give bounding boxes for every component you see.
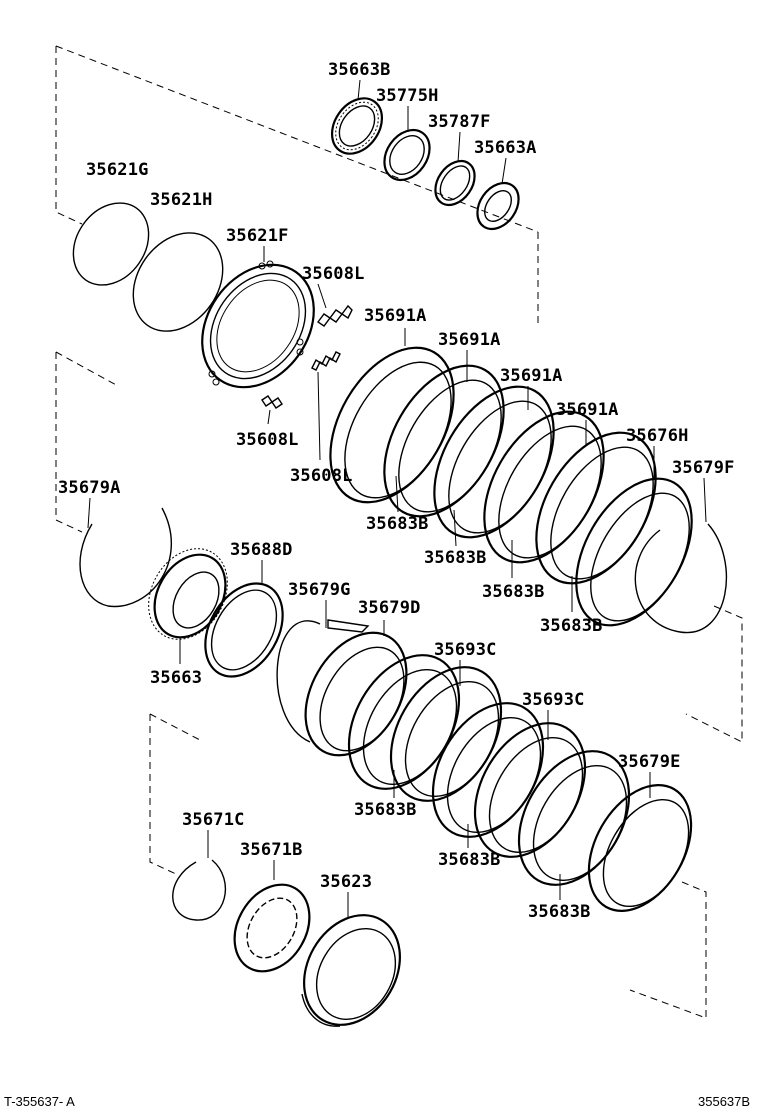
part-35663-bearing [148,548,228,640]
part-35671B-plate [233,883,311,973]
label-35775H: 35775H [376,86,439,106]
label-35683B-4: 35683B [540,616,603,636]
part-35608L-spring-top [316,304,353,327]
label-35787F: 35787F [428,112,491,132]
label-35683B-3: 35683B [482,582,545,602]
part-35621G-o-ring [72,202,150,286]
label-35679D: 35679D [358,598,421,618]
part-35621F-piston [201,260,315,389]
label-35663A: 35663A [474,138,537,158]
label-35693C-1: 35693C [434,640,497,660]
label-35621G: 35621G [86,160,149,180]
clutch-pack-upper [329,346,693,627]
part-35679F-snap-ring [634,523,728,634]
label-35621H: 35621H [150,190,213,210]
label-35676H: 35676H [626,426,689,446]
label-35683B-5: 35683B [354,800,417,820]
part-35688D-ring [204,582,284,678]
label-35621F: 35621F [226,226,289,246]
part-35679G-snap-ring [276,620,321,743]
label-35691A-4: 35691A [556,400,619,420]
label-35671B: 35671B [240,840,303,860]
part-35775H-race [383,128,431,182]
part-35608L-spring-left [261,395,283,409]
part-35671C-snap-ring [172,859,227,921]
label-35679G: 35679G [288,580,351,600]
label-35623: 35623 [320,872,373,892]
label-35688D: 35688D [230,540,293,560]
diagram-code-left: T-355637- A [4,1094,75,1109]
label-35683B-6: 35683B [438,850,501,870]
label-35683B-2: 35683B [424,548,487,568]
label-35671C: 35671C [182,810,245,830]
part-35663A-race [476,181,520,231]
label-35679A: 35679A [58,478,121,498]
label-35691A-2: 35691A [438,330,501,350]
diagram-code-right: 355637B [698,1094,751,1109]
label-35679E: 35679E [618,752,681,772]
part-35608L-spring-mid [311,351,341,371]
part-35679A-snap-ring [79,507,173,608]
clutch-pack-lower [304,619,693,912]
label-35608L-mid: 35608L [290,466,353,486]
part-35623-drum [301,914,401,1027]
label-35691A-1: 35691A [364,306,427,326]
part-35621H-o-ring [132,232,224,332]
label-35693C-2: 35693C [522,690,585,710]
label-35608L-left: 35608L [236,430,299,450]
part-35787F-washer [434,159,476,207]
label-35691A-3: 35691A [500,366,563,386]
leader-lines [87,79,707,918]
label-35683B-7: 35683B [528,902,591,922]
label-35679F: 35679F [672,458,735,478]
assembly-guide-lines [55,45,743,1019]
label-35663: 35663 [150,668,203,688]
label-35683B-1: 35683B [366,514,429,534]
label-35663B: 35663B [328,60,391,80]
label-35608L-top: 35608L [302,264,365,284]
